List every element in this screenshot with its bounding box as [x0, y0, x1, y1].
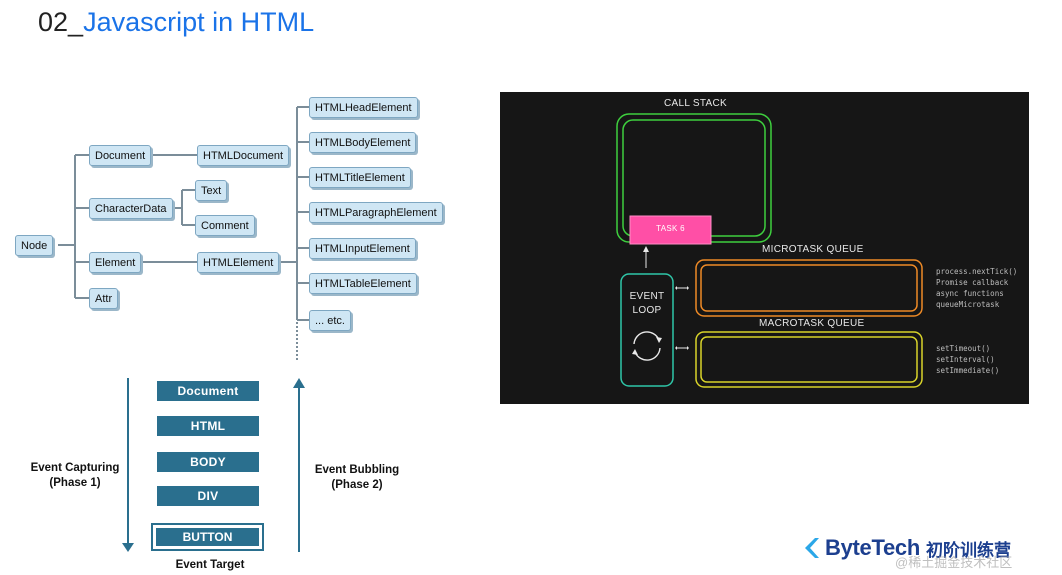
microtask-queue-outer [695, 259, 923, 317]
bubbling-label-line1: Event Bubbling [314, 464, 400, 476]
node-document: Document [89, 145, 152, 166]
macrotask-queue-label: MACROTASK QUEUE [759, 318, 865, 329]
event-loop-graphics [616, 113, 923, 388]
bubbling-label: Event Bubbling (Phase 2) [302, 463, 412, 493]
microtask-source: Promise callback [936, 278, 1009, 287]
microtask-queue-inner [700, 264, 918, 312]
event-layer-button-frame: BUTTON [151, 523, 264, 551]
task-box [629, 215, 712, 245]
watermark: @稀土掘金技术社区 [895, 555, 1013, 570]
dom-inheritance-tree: Node Document CharacterData Element Attr… [0, 0, 500, 370]
slide-title: 02_Javascript in HTML [38, 4, 314, 40]
program-name: 初阶训练营 [926, 540, 1011, 560]
node-htmlelement: HTMLElement [197, 252, 280, 273]
bubbling-label-line2: (Phase 2) [331, 479, 383, 491]
call-stack-label: CALL STACK [664, 98, 728, 109]
event-layer-div: DIV [157, 486, 259, 506]
event-target-label: Event Target [175, 559, 245, 571]
node-element: Element [89, 252, 142, 273]
microtask-sources: process.nextTick() Promise callback asyn… [936, 266, 1017, 310]
event-layer-body: BODY [157, 452, 259, 472]
node-htmlheadelement: HTMLHeadElement [309, 97, 418, 118]
refresh-icon [632, 331, 662, 361]
microtask-source: process.nextTick() [936, 267, 1018, 276]
bubbling-arrow-head [293, 378, 305, 388]
microtask-queue-label: MICROTASK QUEUE [762, 244, 864, 255]
event-arrows [122, 378, 305, 552]
brand-name: ByteTech [825, 535, 920, 560]
microtask-source: queueMicrotask [936, 300, 1000, 309]
slide-heading: Javascript in HTML [83, 7, 315, 37]
macrotask-source: setImmediate() [936, 366, 1000, 375]
node-etc: ... etc. [309, 310, 351, 331]
event-loop-label: EVENT LOOP [621, 290, 673, 318]
node-htmltitleelement: HTMLTitleElement [309, 167, 411, 188]
macrotask-sources: setTimeout() setInterval() setImmediate(… [936, 343, 999, 376]
event-loop-label-line2: LOOP [632, 305, 662, 316]
event-loop-panel: CALL STACK TASK 6 MICROTASK QUEUE MACROT… [500, 92, 1029, 404]
capturing-arrow-head [122, 543, 134, 552]
macrotask-source: setTimeout() [936, 344, 991, 353]
macrotask-source: setInterval() [936, 355, 995, 364]
node-text: Text [195, 180, 228, 201]
node-htmltableelement: HTMLTableElement [309, 273, 417, 294]
node-root: Node [15, 235, 54, 256]
macrotask-queue-outer [695, 331, 923, 388]
node-htmlbodyelement: HTMLBodyElement [309, 132, 417, 153]
macrotask-queue-inner [700, 336, 918, 383]
capturing-label-line2: (Phase 1) [49, 477, 101, 489]
node-htmlparagraphelement: HTMLParagraphElement [309, 202, 443, 223]
node-htmldocument: HTMLDocument [197, 145, 290, 166]
capturing-label: Event Capturing (Phase 1) [20, 461, 130, 491]
node-comment: Comment [195, 215, 255, 236]
slide-number: 02_ [38, 7, 84, 37]
event-loop-box [620, 273, 674, 387]
event-layer-html: HTML [157, 416, 259, 436]
task-label: TASK 6 [656, 224, 685, 233]
bytetech-logo: ByteTech 初阶训练营 [802, 533, 1011, 563]
node-attr: Attr [89, 288, 119, 309]
event-loop-label-line1: EVENT [629, 291, 665, 302]
bytetech-logo-icon [805, 538, 819, 558]
microtask-source: async functions [936, 289, 1004, 298]
event-layer-button: BUTTON [156, 528, 259, 546]
node-characterdata: CharacterData [89, 198, 173, 219]
capturing-label-line1: Event Capturing [30, 462, 120, 474]
event-layer-document: Document [157, 381, 259, 401]
loop-to-stack-arrow [643, 246, 649, 252]
node-htmlinputelement: HTMLInputElement [309, 238, 416, 259]
bidirectional-arrows [677, 287, 687, 349]
